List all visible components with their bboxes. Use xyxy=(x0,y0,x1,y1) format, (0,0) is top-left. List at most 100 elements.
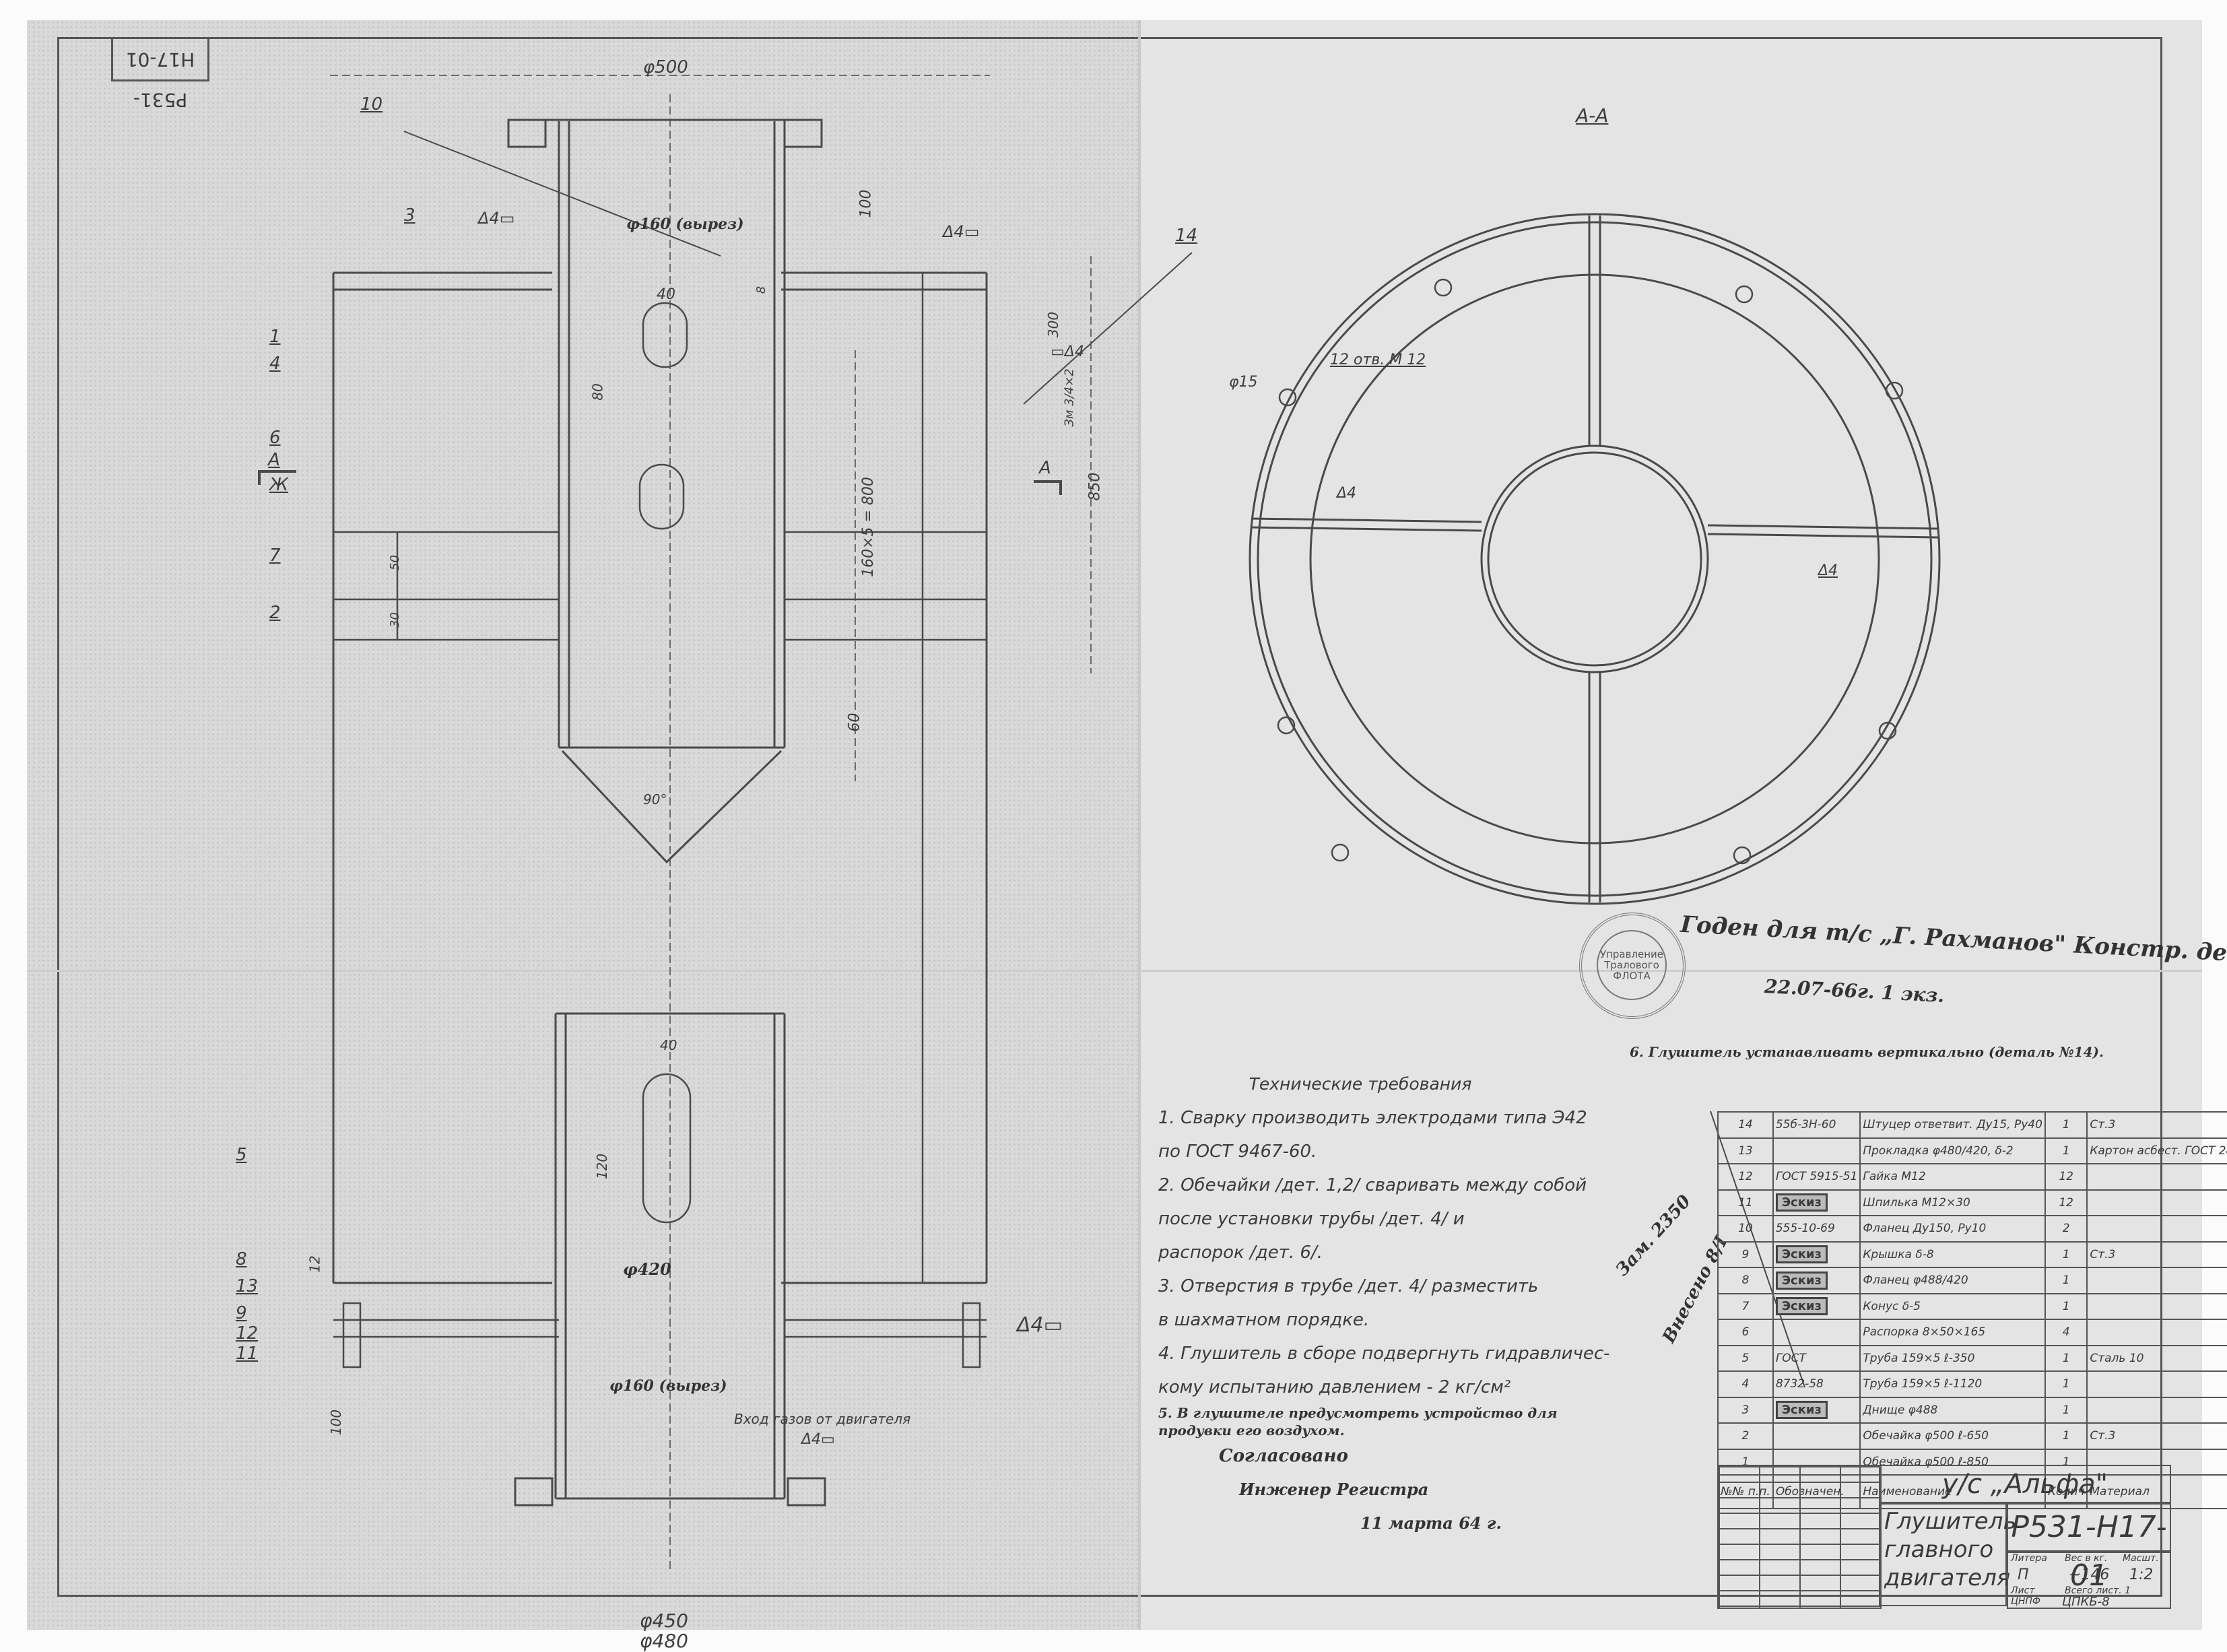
litera-label: Литера xyxy=(2011,1553,2047,1564)
callout-5: 5 xyxy=(236,1145,247,1165)
weld-mark: Δ4▭ xyxy=(478,209,515,228)
section-label: А-А xyxy=(1576,104,1609,127)
dim-d420: φ420 xyxy=(623,1259,671,1279)
spec-cell-name: Фланец φ488/420 xyxy=(1859,1267,2046,1294)
dim-t8: 8 xyxy=(754,286,769,294)
spec-cell-material: Сталь 10 xyxy=(2086,1344,2227,1372)
eskiz-badge: Эскиз xyxy=(1775,1297,1828,1316)
spec-cell-n: 7 xyxy=(1717,1292,1774,1320)
weight-label: Вес в кг. xyxy=(2065,1553,2108,1564)
spec-cell-qty: 1 xyxy=(2044,1241,2088,1268)
eskiz-badge: Эскиз xyxy=(1775,1401,1828,1420)
dim-w40-bottom: 40 xyxy=(660,1037,677,1053)
weld-mark: Δ4▭ xyxy=(801,1431,835,1448)
spec-cell-designation: ГОСТ xyxy=(1772,1344,1861,1372)
spec-cell-name: Труба 159×5 ℓ-1120 xyxy=(1859,1370,2046,1398)
holes-note: 12 отв. М 12 xyxy=(1330,352,1426,368)
pipe-slots xyxy=(638,302,692,1224)
spec-cell-designation: Эскиз xyxy=(1772,1189,1861,1216)
spec-cell-n: 13 xyxy=(1717,1137,1774,1164)
spec-cell-material xyxy=(2086,1396,2227,1424)
fold-line-vertical xyxy=(1138,20,1141,1630)
signature: Инженер Регистра xyxy=(1239,1480,1429,1499)
spec-cell-material xyxy=(2086,1267,2227,1294)
spec-cell-designation: ГОСТ 5915-51 xyxy=(1772,1163,1861,1191)
dim-h100-bottom: 100 xyxy=(328,1409,345,1436)
spec-cell-designation: Эскиз xyxy=(1772,1241,1861,1268)
section-weld-left: Δ4 xyxy=(1337,485,1357,502)
dim-t12: 12 xyxy=(306,1255,323,1273)
spec-cell-n: 9 xyxy=(1717,1241,1774,1268)
spec-cell-name: Прокладка φ480/420, δ-2 xyxy=(1859,1137,2046,1164)
spec-cell-material: Ст.3 xyxy=(2086,1111,2227,1139)
callout-8: 8 xyxy=(236,1249,247,1269)
inner-pipe xyxy=(507,119,823,864)
spec-cell-qty: 1 xyxy=(2044,1422,2088,1450)
spec-cell-name: Труба 159×5 ℓ-350 xyxy=(1859,1344,2046,1372)
spec-cell-n: 4 xyxy=(1717,1370,1774,1398)
spec-cell-material xyxy=(2086,1215,2227,1243)
spec-cell-designation: 8732-58 xyxy=(1772,1370,1861,1398)
dim-d15: φ15 xyxy=(1229,374,1258,391)
scale-label: Масшт. xyxy=(2123,1553,2159,1564)
spec-cell-n: 14 xyxy=(1717,1111,1774,1139)
spec-cell-designation: Эскиз xyxy=(1772,1267,1861,1294)
callout-11: 11 xyxy=(236,1344,259,1364)
approval-date: 11 марта 64 г. xyxy=(1360,1513,1502,1533)
bolt-holes xyxy=(1277,278,1904,865)
requirement-line: 1. Сварку производить электродами типа Э… xyxy=(1158,1108,1587,1128)
spec-cell-material xyxy=(2086,1292,2227,1320)
requirement-line: после установки трубы /дет. 4/ и xyxy=(1158,1209,1465,1229)
dim-s30: 30 xyxy=(387,612,402,628)
weight-value: ~146 xyxy=(2069,1566,2110,1583)
spec-cell-name: Обечайка φ500 ℓ-650 xyxy=(1859,1422,2046,1450)
spec-cell-material xyxy=(2086,1448,2227,1476)
callout-1: 1 xyxy=(269,327,281,347)
drawing-code: Р531-Н17-01 xyxy=(2007,1502,2171,1593)
callout-13: 13 xyxy=(236,1276,259,1296)
spec-cell-n: 8 xyxy=(1717,1267,1774,1294)
drawing-title: Глушитель главного двигателя xyxy=(1879,1502,2017,1606)
callout-10: 10 xyxy=(360,94,383,114)
requirement-line: 2. Обечайки /дет. 1,2/ сваривать между с… xyxy=(1158,1175,1587,1195)
dim-d450: φ450 xyxy=(640,1610,688,1632)
section-weld-right: Δ4 xyxy=(1818,562,1838,579)
spec-cell-designation: Эскиз xyxy=(1772,1396,1861,1424)
callout-2: 2 xyxy=(269,603,281,623)
dim-h100-top: 100 xyxy=(857,189,875,218)
gas-inlet-note: Вход газов от двигателя xyxy=(734,1411,911,1427)
scale-value: 1:2 xyxy=(2129,1566,2154,1583)
dim-h60: 60 xyxy=(846,713,863,732)
org-value: ЦПКБ-8 xyxy=(2062,1595,2110,1609)
title-meta: Литера Вес в кг. Масшт. П ~146 1:2 Лист … xyxy=(2007,1550,2171,1609)
eskiz-badge: Эскиз xyxy=(1775,1271,1828,1290)
spec-cell-name: Крышка δ-8 xyxy=(1859,1241,2046,1268)
title-block: у/с „Альфа" Глушитель главного двигателя… xyxy=(1717,1465,2171,1609)
spec-cell-qty: 1 xyxy=(2044,1370,2088,1398)
bottom-flange xyxy=(333,1302,987,1368)
spec-cell-name: Штуцер ответвит. Ду15, Ру40 xyxy=(1859,1111,2046,1139)
vessel-name: у/с „Альфа" xyxy=(1879,1465,2171,1505)
callout-3: 3 xyxy=(404,205,416,226)
official-stamp: Управление Тралового ФЛОТА xyxy=(1579,913,1686,1019)
dim-d500: φ500 xyxy=(643,57,688,77)
spec-cell-material xyxy=(2086,1370,2227,1398)
corner-drawing-code: Р531-Н17-01 xyxy=(111,37,209,111)
dim-d480: φ480 xyxy=(640,1630,688,1652)
lower-pipe xyxy=(514,1012,826,1507)
spec-cell-n: 5 xyxy=(1717,1344,1774,1372)
section-mark-right: А xyxy=(1039,458,1051,478)
section-marks xyxy=(258,470,1062,495)
dim-w40-top: 40 xyxy=(657,286,675,303)
requirement-line: 3. Отверстия в трубе /дет. 4/ разместить xyxy=(1158,1276,1539,1296)
spec-cell-qty: 12 xyxy=(2044,1163,2088,1191)
dim-d160: φ160 (вырез) xyxy=(626,216,744,233)
